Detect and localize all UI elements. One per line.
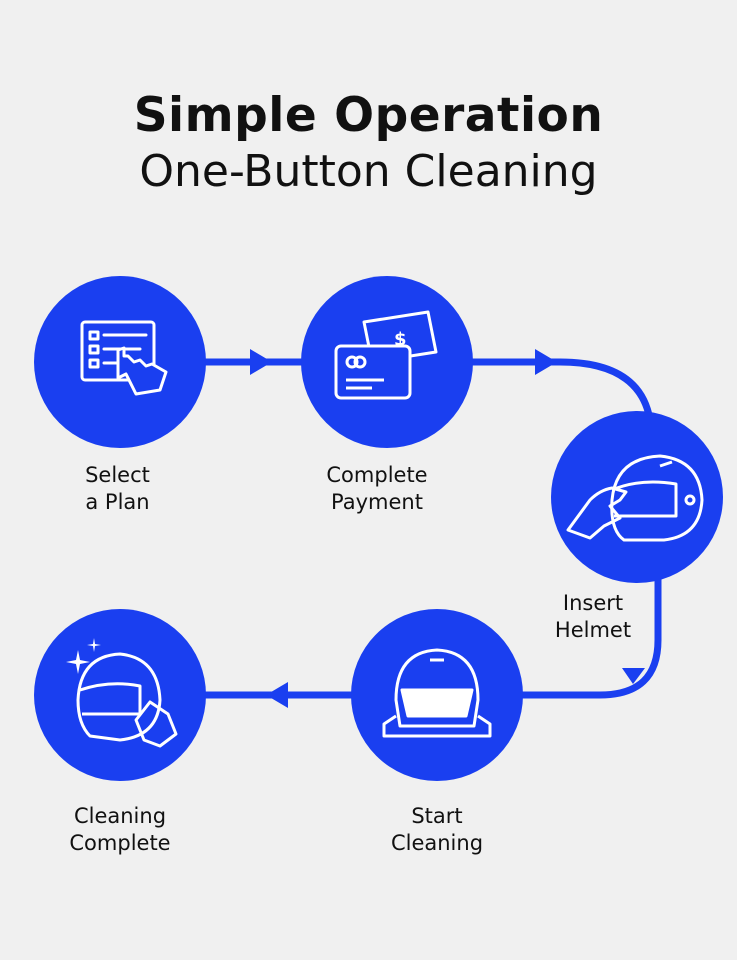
hand-insert-helmet-icon [566, 454, 704, 542]
step-circle-insert-helmet [551, 411, 723, 583]
step-circle-cleaning-complete [34, 609, 206, 781]
arrow-down [622, 668, 645, 684]
sparkle-helmet-icon [66, 638, 178, 748]
step-circle-select-plan [34, 276, 206, 448]
helmet-front-icon [382, 648, 492, 738]
arrow-right-2 [535, 349, 557, 375]
page-title: Simple Operation [133, 88, 604, 143]
arrow-right-1 [250, 349, 272, 375]
flow-connector-line [190, 358, 662, 699]
arrow-left [266, 682, 288, 708]
page-subtitle: One-Button Cleaning [139, 146, 598, 197]
card-cash-icon: $ [334, 310, 438, 400]
touch-menu-icon [80, 320, 168, 396]
step-circle-start-cleaning [351, 609, 523, 781]
step-circle-complete-payment: $ [301, 276, 473, 448]
